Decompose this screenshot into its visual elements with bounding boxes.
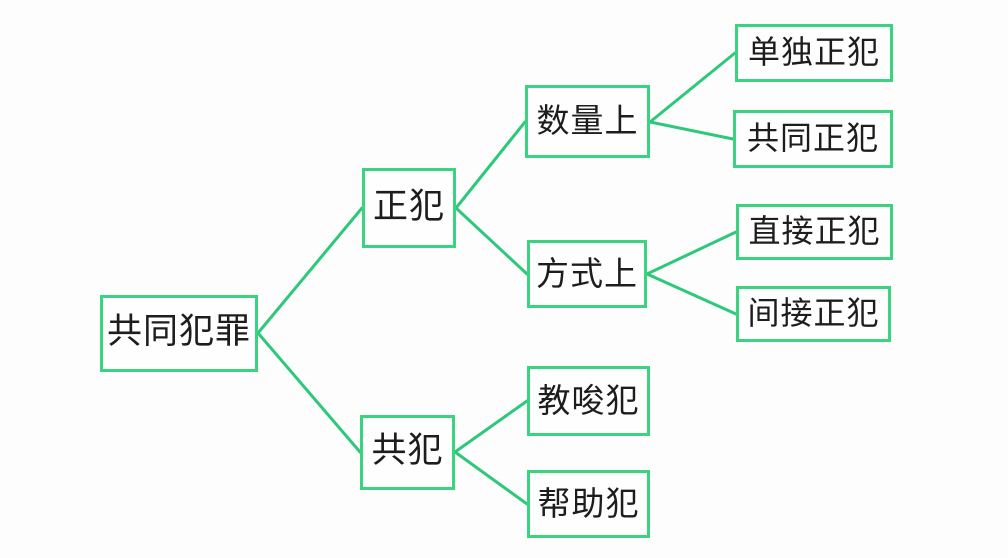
node-zhengfan[interactable]: 正犯 xyxy=(362,168,456,248)
edge-shuliangshang-to-dandu xyxy=(648,51,737,124)
node-label: 共同正犯 xyxy=(746,119,879,157)
edge-gongfan-to-jiaosuofan xyxy=(453,399,529,454)
node-label: 帮助犯 xyxy=(537,483,640,523)
edge-fangshishang-to-jianjie xyxy=(645,272,738,316)
node-bangzhufan[interactable]: 帮助犯 xyxy=(527,470,650,538)
edge-shuliangshang-to-gongtong xyxy=(648,120,735,141)
node-label: 方式上 xyxy=(536,253,638,293)
node-dandu-zhengfan[interactable]: 单独正犯 xyxy=(735,24,893,82)
edge-fangshishang-to-zhijie xyxy=(645,230,738,276)
node-zhijie-zhengfan[interactable]: 直接正犯 xyxy=(736,204,893,260)
edge-zhengfan-to-shuliangshang xyxy=(454,120,527,210)
node-gongtong-zhengfan[interactable]: 共同正犯 xyxy=(733,110,893,168)
node-label: 共犯 xyxy=(371,431,444,471)
node-root[interactable]: 共同犯罪 xyxy=(100,295,258,372)
node-gongfan[interactable]: 共犯 xyxy=(360,415,455,490)
node-label: 正犯 xyxy=(372,186,445,227)
node-label: 数量上 xyxy=(536,101,639,140)
node-label: 教唆犯 xyxy=(537,380,640,420)
edge-zhengfan-to-fangshishang xyxy=(454,206,529,276)
edge-gongfan-to-bangzhufan xyxy=(453,450,529,506)
node-jianjie-zhengfan[interactable]: 间接正犯 xyxy=(736,286,891,342)
node-label: 单独正犯 xyxy=(747,33,880,71)
node-label: 共同犯罪 xyxy=(106,312,251,352)
node-label: 直接正犯 xyxy=(748,212,881,250)
edge-root-to-gongfan xyxy=(256,331,362,454)
edge-root-to-zhengfan xyxy=(256,206,364,335)
node-shuliangshang[interactable]: 数量上 xyxy=(525,85,650,158)
node-label: 间接正犯 xyxy=(747,294,880,332)
node-jiaosuofan[interactable]: 教唆犯 xyxy=(527,366,650,436)
node-fangshishang[interactable]: 方式上 xyxy=(527,240,647,308)
